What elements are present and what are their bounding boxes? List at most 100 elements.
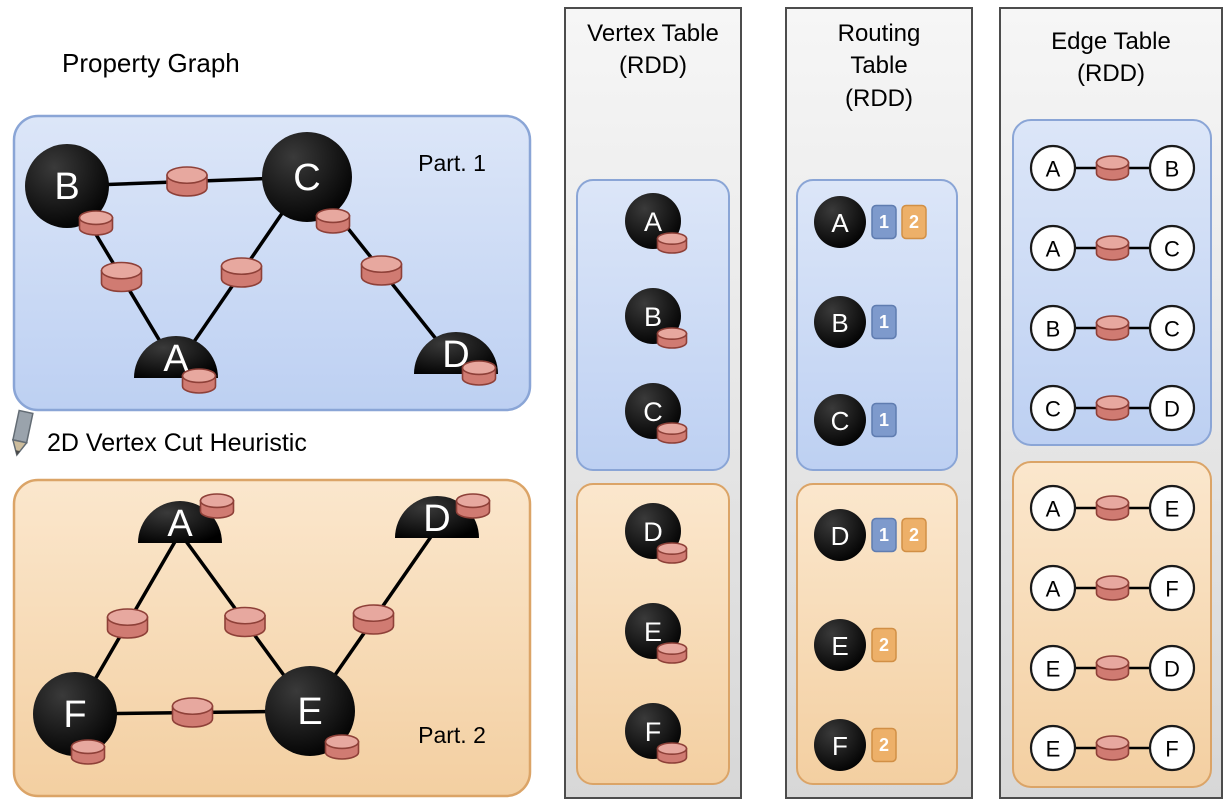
- edge-vertex-label: D: [1164, 397, 1180, 422]
- edge-property-cylinder-F-E: [171, 697, 214, 728]
- edge-vertex-circle: [1029, 384, 1077, 432]
- vertex-table-title: Vertex Table (RDD): [565, 18, 741, 83]
- edge-property-cylinder-D-E: [352, 604, 395, 635]
- vertex-table-group-blue: ABC: [576, 179, 730, 471]
- vertex-label: D: [643, 517, 663, 547]
- edge-property-cylinder: [1095, 315, 1130, 341]
- edge-vertex-label: C: [1164, 237, 1180, 262]
- cylinder-top: [352, 604, 395, 623]
- cylinder-top: [656, 327, 688, 340]
- edge-vertex-circle: [1029, 564, 1077, 612]
- vertex-B: B: [814, 296, 866, 348]
- vertex-property-cylinder-C: [656, 422, 688, 444]
- edge-vertex-circle: [1029, 304, 1077, 352]
- vertex-property-cylinder-D: [455, 493, 491, 519]
- badge-number: 2: [879, 735, 889, 755]
- graph-partition-2: A D F E: [12, 478, 532, 798]
- cylinder-top: [1095, 155, 1130, 171]
- partition-badge-F-2: 2: [871, 727, 897, 763]
- vertex-label: A: [167, 503, 193, 545]
- cylinder-top: [461, 360, 497, 376]
- cylinder-top: [70, 739, 106, 755]
- edge-vertex-label: A: [1046, 577, 1061, 602]
- vertex-A: A: [134, 336, 218, 380]
- vertex-label: B: [644, 302, 662, 332]
- cylinder-top: [1095, 395, 1130, 411]
- vertex-circle: [814, 619, 866, 671]
- cylinder-top: [455, 493, 491, 509]
- edge-vertex-circle: [1148, 144, 1196, 192]
- edge-vertex-circle: [1029, 724, 1077, 772]
- vertex-label: C: [831, 406, 850, 436]
- edge-table-blue-box: [1012, 119, 1212, 446]
- cylinder-top: [360, 255, 403, 274]
- edge-property-cylinder-B-C: [166, 166, 208, 197]
- vertex-circle: [33, 672, 117, 756]
- edge-vertex-label: A: [1046, 237, 1061, 262]
- cylinder-top: [106, 608, 149, 627]
- badge-box: [901, 517, 927, 553]
- cylinder-top: [78, 210, 114, 226]
- edge-table-title-line2: (RDD): [1077, 60, 1145, 88]
- vertex-E: E: [814, 619, 866, 671]
- partition-badge-D-2: 2: [901, 517, 927, 553]
- vertex-label: E: [297, 691, 322, 733]
- edge-vertex-circle: [1148, 564, 1196, 612]
- vertex-half-shape: [134, 336, 218, 378]
- edge-vertex-circle: [1029, 144, 1077, 192]
- vertex-table-title-line1: Vertex Table: [587, 20, 719, 47]
- vertex-property-cylinder-A: [181, 368, 217, 394]
- vertex-property-cylinder-F: [70, 739, 106, 765]
- partition-badge-A-1: 1: [871, 204, 897, 240]
- cylinder-top: [1095, 495, 1130, 511]
- vertex-label: A: [831, 208, 849, 238]
- vertex-label: D: [423, 498, 450, 540]
- edge-vertex-circle: [1148, 384, 1196, 432]
- edge-vertex-label: A: [1046, 497, 1061, 522]
- vertex-label: C: [293, 157, 320, 199]
- badge-box: [871, 204, 897, 240]
- cylinder-top: [166, 166, 208, 185]
- cylinder-top: [224, 606, 266, 625]
- partition-badge-A-2: 2: [901, 204, 927, 240]
- badge-box: [871, 304, 897, 340]
- cylinder-top: [656, 742, 688, 755]
- cylinder-top: [181, 368, 217, 384]
- edge-property-cylinder-A-E: [224, 606, 266, 638]
- edge-property-cylinder: [1095, 395, 1130, 421]
- edge-table-title: Edge Table (RDD): [1000, 26, 1222, 91]
- edge-vertex-label: E: [1046, 657, 1061, 682]
- badge-box: [871, 402, 897, 438]
- vertex-B: B: [25, 144, 109, 228]
- edge-table-title-line1: Edge Table: [1051, 28, 1171, 55]
- badge-box: [871, 627, 897, 663]
- vertex-table-group-orange: DEF: [576, 483, 730, 785]
- edge-vertex-circle: [1148, 484, 1196, 532]
- partition-badge-D-1: 1: [871, 517, 897, 553]
- cylinder-top: [656, 642, 688, 655]
- routing-table-title-line1: Routing: [837, 20, 921, 47]
- badge-number: 1: [879, 212, 889, 232]
- vertex-label: F: [645, 717, 662, 747]
- cylinder-top: [1095, 235, 1130, 251]
- edge-property-cylinder: [1095, 655, 1130, 681]
- badge-box: [871, 727, 897, 763]
- edge-vertex-label: B: [1165, 157, 1180, 182]
- vertex-label: F: [63, 694, 86, 736]
- edge-property-cylinder: [1095, 495, 1130, 521]
- vertex-property-cylinder-D: [461, 360, 497, 386]
- badge-number: 1: [879, 312, 889, 332]
- routing-table-title-line2: Table: [850, 52, 908, 80]
- property-graph-title: Property Graph: [62, 48, 240, 78]
- edge-vertex-circle: [1029, 224, 1077, 272]
